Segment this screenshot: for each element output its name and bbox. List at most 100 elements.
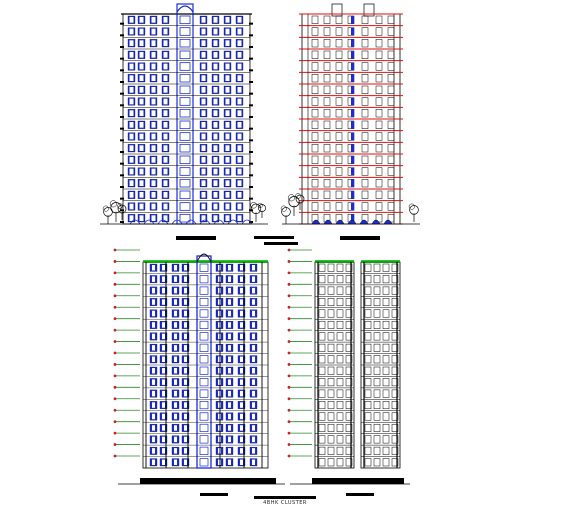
- window: [323, 62, 331, 71]
- core-window: [199, 286, 209, 295]
- window-pane: [201, 87, 206, 93]
- core-window: [179, 108, 191, 118]
- window: [323, 190, 331, 199]
- window: [318, 275, 326, 284]
- window-pane: [213, 157, 218, 163]
- window-pane: [151, 110, 156, 116]
- window: [318, 355, 326, 364]
- window: [345, 309, 353, 318]
- window-pane: [213, 192, 218, 198]
- window-pane: [252, 379, 255, 385]
- window-pane: [152, 379, 155, 385]
- window-pane: [240, 265, 243, 271]
- window: [327, 366, 335, 375]
- window: [361, 39, 369, 48]
- window-pane: [174, 390, 177, 397]
- window-pane: [163, 145, 168, 151]
- window-pane: [213, 40, 218, 46]
- window: [382, 309, 390, 318]
- window-pane: [228, 436, 231, 443]
- window-pane: [163, 180, 168, 186]
- window: [327, 435, 335, 444]
- window-pane: [129, 215, 134, 221]
- window-pane: [129, 87, 134, 93]
- window: [361, 144, 369, 153]
- window: [335, 27, 343, 36]
- window: [335, 120, 343, 129]
- window-pane: [129, 98, 134, 105]
- window: [364, 275, 372, 284]
- window-pane: [252, 402, 255, 408]
- window-pane: [252, 459, 255, 465]
- window: [335, 39, 343, 48]
- core-window: [199, 343, 209, 352]
- window-pane: [201, 215, 206, 221]
- window: [375, 167, 383, 176]
- window-pane: [252, 310, 255, 317]
- window-pane: [129, 28, 134, 35]
- window-pane: [213, 98, 218, 105]
- window: [391, 458, 399, 467]
- core-strip: [351, 202, 354, 211]
- core-window: [199, 332, 209, 341]
- window-pane: [252, 333, 255, 340]
- window: [375, 190, 383, 199]
- window-pane: [213, 145, 218, 151]
- window: [327, 332, 335, 341]
- window: [373, 446, 381, 455]
- window-pane: [252, 425, 255, 431]
- level-dot: [113, 351, 117, 355]
- window: [345, 446, 353, 455]
- window-pane: [174, 425, 177, 431]
- balcony: [249, 197, 253, 200]
- lift-core: [196, 255, 212, 469]
- window-pane: [162, 379, 165, 385]
- window: [335, 155, 343, 164]
- window: [311, 74, 319, 83]
- window-pane: [225, 40, 230, 46]
- window-pane: [184, 413, 187, 420]
- window: [311, 120, 319, 129]
- window: [391, 446, 399, 455]
- window-pane: [139, 40, 144, 46]
- window-pane: [163, 63, 168, 70]
- window: [361, 97, 369, 106]
- level-dot: [287, 328, 291, 332]
- window-pane: [174, 436, 177, 443]
- roof-tower: [363, 3, 375, 17]
- level-dot: [113, 248, 117, 252]
- window-pane: [151, 145, 156, 151]
- front-elevation-right: [299, 3, 403, 225]
- level-dot: [113, 340, 117, 343]
- window-pane: [151, 87, 156, 93]
- window-pane: [129, 40, 134, 46]
- plinth: [140, 478, 276, 484]
- window-pane: [213, 17, 218, 23]
- level-dot: [113, 260, 117, 263]
- title-bar: [346, 493, 374, 496]
- window: [375, 50, 383, 59]
- window-pane: [139, 122, 144, 128]
- title-bar: [254, 236, 294, 239]
- level-dot: [113, 317, 117, 321]
- window-pane: [139, 145, 144, 151]
- balcony: [249, 174, 253, 177]
- window: [375, 144, 383, 153]
- window-pane: [184, 333, 187, 340]
- window-pane: [213, 75, 218, 81]
- window-pane: [218, 402, 221, 408]
- tree-crown: [109, 200, 117, 208]
- window-pane: [218, 310, 221, 317]
- window-pane: [218, 459, 221, 465]
- window: [336, 366, 344, 375]
- window-pane: [201, 17, 206, 23]
- window: [375, 27, 383, 36]
- window-pane: [240, 287, 243, 294]
- window-pane: [252, 413, 255, 420]
- window: [335, 15, 343, 24]
- window-pane: [237, 98, 242, 105]
- window-pane: [163, 28, 168, 35]
- title-bar: [264, 242, 298, 245]
- window-pane: [174, 287, 177, 294]
- balcony: [249, 116, 253, 118]
